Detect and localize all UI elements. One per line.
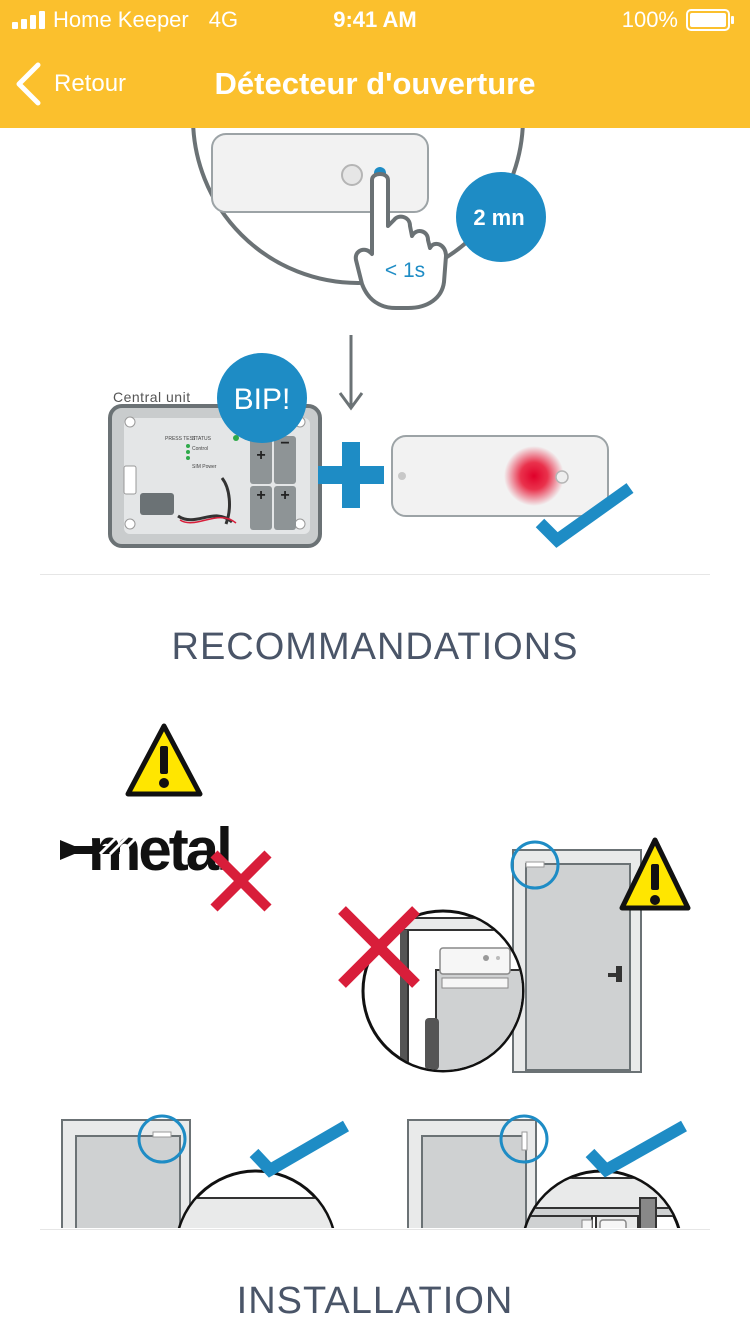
svg-text:+: +	[280, 487, 289, 504]
detector-led-red	[504, 446, 564, 506]
status-time: 9:41 AM	[333, 7, 417, 32]
warning-icon	[125, 723, 203, 797]
divider	[40, 1229, 710, 1230]
content-scroll[interactable]: < 1s 2 mn Central unit PRESS TEST STATUS…	[0, 128, 750, 1334]
error-cross-icon	[338, 906, 420, 988]
carrier-name: Home Keeper	[53, 7, 189, 32]
error-cross-icon	[210, 850, 272, 912]
status-bar: Home Keeper 4G 9:41 AM 100%	[0, 0, 750, 40]
beep-badge-label: BIP!	[234, 383, 291, 416]
detector-device	[211, 133, 429, 213]
door-panel	[525, 863, 631, 1071]
warning-icon	[619, 837, 691, 911]
checkmark-icon	[585, 1120, 687, 1178]
metal-logo: metal	[60, 816, 233, 883]
detail-callout-circle	[137, 1114, 187, 1164]
arrow-down-head	[338, 392, 364, 411]
network-type: 4G	[208, 7, 239, 32]
back-label: Retour	[54, 70, 127, 97]
installation-title: INSTALLATION	[236, 1280, 514, 1322]
unit-label-press-test: PRESS TEST	[165, 436, 196, 442]
recommendations-illustration: metal	[60, 723, 691, 1228]
timer-badge	[456, 172, 546, 262]
detail-callout-circle	[510, 840, 560, 890]
detector-button	[341, 164, 363, 186]
metal-label: metal	[88, 816, 230, 883]
recommendations-title: RECOMMANDATIONS	[171, 626, 579, 668]
svg-text:−: −	[280, 435, 289, 452]
nav-bar: Retour Détecteur d'ouverture	[0, 40, 750, 128]
divider	[40, 574, 710, 575]
signal-icon	[12, 11, 45, 29]
chevron-left-icon	[16, 62, 41, 106]
battery-cell	[250, 486, 272, 530]
detail-callout-circle	[499, 1114, 549, 1164]
app-header: Home Keeper 4G 9:41 AM 100% Retour Détec…	[0, 0, 750, 128]
battery-cell	[274, 486, 296, 530]
door-panel	[75, 1135, 181, 1228]
pairing-illustration: < 1s 2 mn Central unit PRESS TEST STATUS…	[108, 128, 634, 548]
battery-cell	[274, 436, 296, 484]
door-panel	[421, 1135, 527, 1228]
beep-badge	[217, 353, 307, 443]
timer-badge-label: 2 mn	[473, 205, 524, 230]
battery-icon	[686, 9, 734, 31]
paired-detector	[391, 435, 609, 517]
plus-sign-horizontal	[318, 466, 384, 484]
checkmark-icon	[249, 1120, 350, 1178]
svg-text:+: +	[256, 447, 265, 464]
svg-text:+: +	[256, 487, 265, 504]
unit-label-control: Control	[192, 446, 208, 452]
page-title: Détecteur d'ouverture	[214, 66, 536, 101]
unit-label-status: STATUS	[192, 436, 212, 442]
back-button[interactable]: Retour	[14, 62, 126, 106]
central-unit-label: Central unit	[113, 389, 191, 405]
status-left: Home Keeper 4G	[12, 7, 238, 33]
checkmark-icon	[535, 483, 634, 548]
battery-percent: 100%	[621, 7, 678, 32]
press-duration-label: < 1s	[385, 259, 425, 282]
finger-icon	[353, 172, 448, 310]
battery-cell	[250, 436, 272, 484]
status-right: 100%	[622, 7, 736, 33]
unit-label-sim-power: SIM Power	[192, 464, 217, 470]
